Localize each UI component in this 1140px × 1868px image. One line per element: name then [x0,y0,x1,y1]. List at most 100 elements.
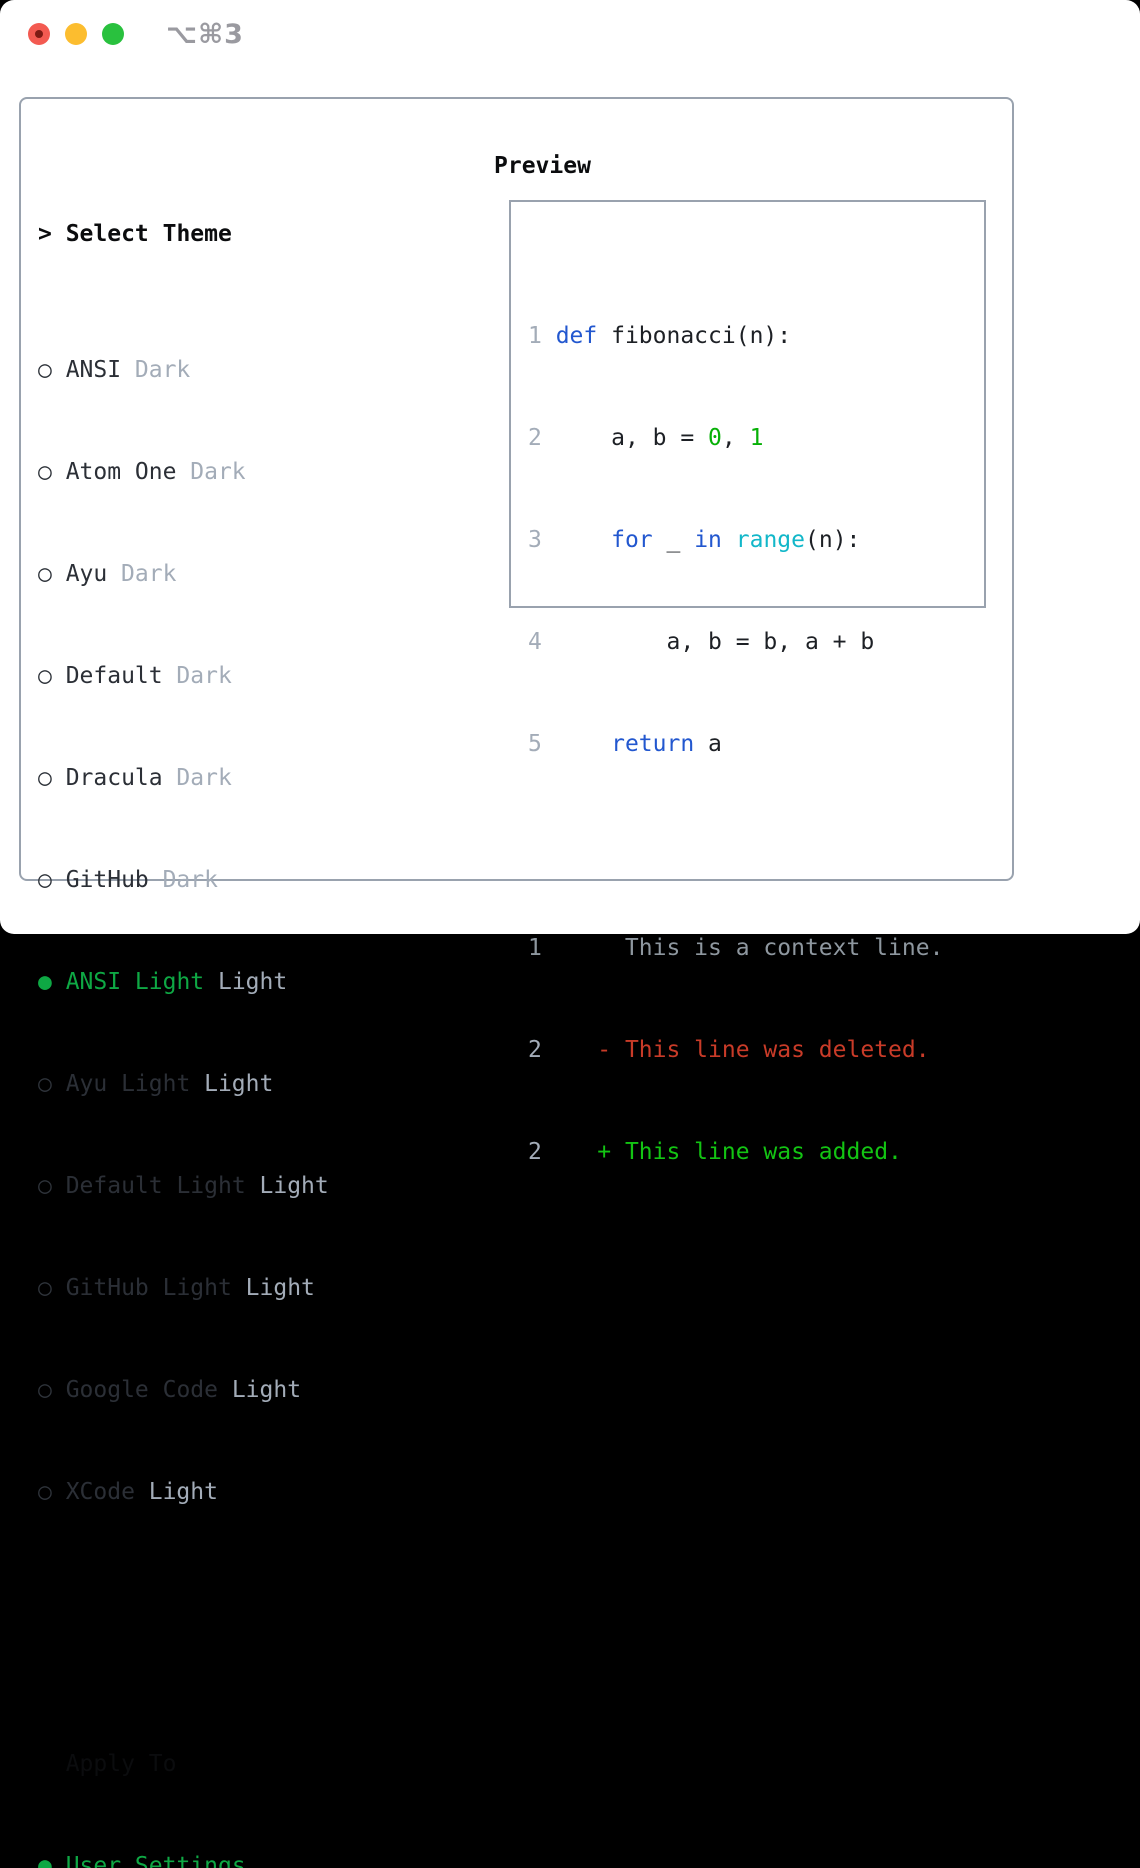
diff-deleted-line: 2 - This line was deleted. [528,1033,943,1067]
theme-option-default-dark[interactable]: ○ Default Dark [38,659,426,693]
code-segment: 3 [528,527,556,553]
zoom-button[interactable] [102,23,124,45]
radio-icon: ○ [38,357,52,383]
code-segment: 1 [528,323,556,349]
code-segment: in [694,527,722,553]
code-line-5: 5 return a [528,727,943,761]
select-theme-header: > Select Theme [38,217,426,251]
theme-tag: Dark [176,663,232,689]
theme-tag: Light [217,969,288,995]
apply-to-title: Apply To [65,1751,177,1777]
code-segment [556,731,611,757]
radio-icon: ○ [38,765,52,791]
diff-added-line: 2 + This line was added. [528,1135,943,1169]
theme-name: ANSI [65,357,122,383]
radio-icon: ○ [38,663,52,689]
theme-tag: Dark [190,459,246,485]
theme-name: Atom One [65,459,177,485]
theme-name: Ayu Light [65,1071,191,1097]
code-segment: 1 [749,425,764,451]
theme-name: ANSI Light [65,969,205,995]
preview-title: Preview [494,153,591,179]
close-button[interactable] [28,23,50,45]
code-segment: 1 This is a context line. [528,935,944,961]
code-segment [542,1037,597,1063]
spacer-row [38,1611,426,1645]
preview-code: 1 def fibonacci(n): 2 a, b = 0, 1 3 for … [528,251,943,1237]
theme-option-google-code[interactable]: ○ Google Code Light [38,1373,426,1407]
code-segment: + This line was added. [597,1139,902,1165]
apply-option-user-settings[interactable]: ● User Settings [38,1849,426,1868]
theme-option-xcode[interactable]: ○ XCode Light [38,1475,426,1509]
code-segment: 2 [528,1139,542,1165]
close-dot-icon [35,30,43,38]
code-segment: def [555,323,598,349]
preview-pane [509,200,986,608]
theme-tag: Light [245,1275,315,1301]
theme-option-dracula-dark[interactable]: ○ Dracula Dark [38,761,426,795]
code-segment [722,527,736,553]
theme-option-default-light[interactable]: ○ Default Light Light [38,1169,426,1203]
theme-name: Ayu [65,561,108,587]
code-segment: range [735,527,805,553]
focus-cursor-icon: > [38,221,52,247]
code-segment: a [694,731,722,757]
select-theme-title: Select Theme [65,221,232,247]
theme-tag: Dark [176,765,232,791]
theme-tag: Light [231,1377,302,1403]
code-segment: 5 [528,731,556,757]
theme-tag: Light [148,1479,218,1505]
code-segment [542,1139,597,1165]
theme-name: Dracula [65,765,163,791]
theme-tag: Light [259,1173,329,1199]
code-segment [556,527,611,553]
code-segment: , [721,425,750,451]
radio-icon: ○ [38,1173,52,1199]
theme-name: GitHub Light [65,1275,232,1301]
code-line-2: 2 a, b = 0, 1 [528,421,943,455]
theme-name: Default [65,663,163,689]
code-segment: (n): [805,527,861,553]
code-line-4: 4 a, b = b, a + b [528,625,943,659]
theme-option-atom-one-dark[interactable]: ○ Atom One Dark [38,455,426,489]
radio-icon: ○ [38,1479,52,1505]
theme-tag: Light [204,1071,274,1097]
apply-option-label: User Settings [65,1853,246,1868]
code-segment: a, b = [555,425,709,451]
code-segment: for [611,527,653,553]
code-line-blank [528,829,943,863]
radio-icon: ○ [38,867,52,893]
code-line-3: 3 for _ in range(n): [528,523,943,557]
code-segment: 4 [528,629,556,655]
radio-icon: ● [38,969,52,995]
theme-option-ansi-light[interactable]: ● ANSI Light Light [38,965,426,999]
theme-name: Google Code [65,1377,219,1403]
theme-name: XCode [65,1479,135,1505]
minimize-button[interactable] [65,23,87,45]
diff-context-line: 1 This is a context line. [528,931,943,965]
radio-icon: ● [38,1853,52,1868]
code-segment: a, b = b, a + b [555,629,875,655]
apply-to-header: Apply To [38,1747,426,1781]
theme-name: GitHub [65,867,149,893]
theme-option-ansi-dark[interactable]: ○ ANSI Dark [38,353,426,387]
radio-icon: ○ [38,1377,52,1403]
code-segment: return [611,731,695,757]
theme-tag: Dark [134,357,191,383]
code-segment: 2 [528,425,556,451]
code-segment: fibonacci(n): [597,323,792,349]
code-segment: 2 [528,1037,542,1063]
code-line-1: 1 def fibonacci(n): [528,319,943,353]
window-title: ⌥⌘3 [166,19,244,50]
code-segment: _ [652,527,695,553]
code-segment: 0 [708,425,722,451]
radio-icon: ○ [38,459,52,485]
radio-icon: ○ [38,561,52,587]
theme-name: Default Light [65,1173,246,1199]
